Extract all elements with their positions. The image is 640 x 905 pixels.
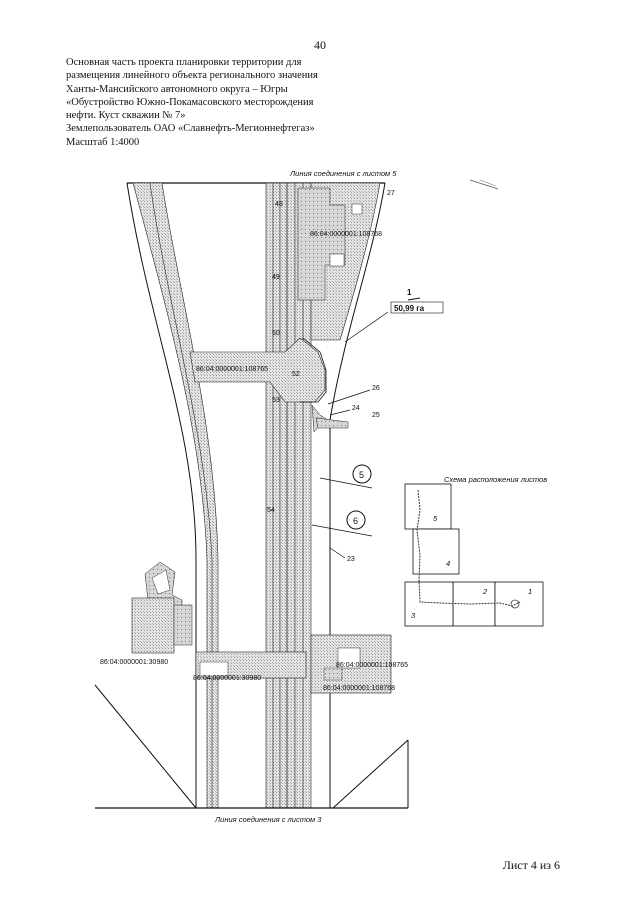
header-line: Основная часть проекта планировки террит…: [66, 57, 302, 68]
parcel-label: 86:04:0000001:108765: [336, 662, 408, 669]
sheet-circle: [352, 464, 372, 484]
road-centerline: [149, 182, 213, 808]
parcel-label: 86:04:0000001:108768: [323, 685, 395, 692]
key-sheet-label: 1: [528, 587, 532, 596]
sheet-circle-label: 5: [359, 470, 364, 480]
header-line: «Обустройство Южно-Покамасовского местор…: [66, 96, 314, 108]
key-sheet-label: 3: [411, 611, 416, 620]
join-line-top: Линия соединения с листом 5: [289, 169, 397, 178]
key-map-route: [416, 489, 521, 607]
key-sheet-label: 4: [446, 559, 450, 568]
point-label: 24: [352, 405, 360, 412]
well-pad-structure: [297, 187, 346, 301]
sheet-circle: [346, 510, 366, 530]
header-line: нефти. Куст скважин № 7»: [66, 110, 186, 122]
scan-mark: [479, 179, 497, 187]
key-sheet: [404, 581, 454, 627]
area-label: 50,99 га: [394, 304, 425, 313]
header-line: Ханты-Мансийского автономного округа – Ю…: [66, 83, 288, 95]
scale-line: Масштаб 1:4000: [66, 136, 140, 148]
point-label: 23: [347, 556, 355, 563]
point-label: 48: [275, 201, 283, 208]
scan-mark: [469, 179, 499, 190]
point-label: 52: [292, 371, 300, 378]
key-map-title: Схема расположения листов: [444, 475, 547, 484]
building-block: [131, 597, 175, 654]
parcel-label: 86:04:0000001:108765: [196, 366, 268, 373]
key-sheet-label: 5: [433, 514, 438, 523]
header-line: размещения линейного объекта регионально…: [66, 70, 318, 82]
sheet-footer: Лист 4 из 6: [502, 858, 560, 872]
document-header: Основная часть проекта планировки террит…: [66, 56, 366, 149]
page-number: 40: [314, 38, 326, 52]
point-label: 54: [267, 507, 275, 514]
diagonal-line: [94, 684, 197, 809]
key-sheet: [404, 483, 452, 530]
key-sheet-label: 2: [482, 587, 488, 596]
parcel-label: 86:04:0000001:108768: [310, 231, 382, 238]
area-marker: 1: [407, 288, 412, 297]
corridor-right-boundary: [329, 182, 386, 808]
access-road: [315, 417, 349, 429]
point-label: 26: [372, 385, 380, 392]
crossing-road: [189, 337, 326, 403]
sheet-circle-label: 6: [353, 516, 358, 526]
area-label-box: [390, 301, 444, 314]
point-label: 27: [387, 190, 395, 197]
header-line: Землепользователь ОАО «Славнефть-Мегионн…: [66, 123, 315, 135]
parcel-label: 86:04:0000001:30980: [100, 659, 168, 666]
point-label: 50: [272, 330, 280, 337]
key-sheet: [412, 528, 460, 575]
point-label: 53: [272, 397, 280, 404]
corridor-left-boundary: [126, 182, 197, 808]
point-label: 25: [372, 412, 380, 419]
parcel-label: 86:04:0000001:30980: [193, 675, 261, 682]
point-label: 49: [272, 274, 280, 281]
join-line-bottom: Линия соединения с листом 3: [214, 815, 322, 824]
